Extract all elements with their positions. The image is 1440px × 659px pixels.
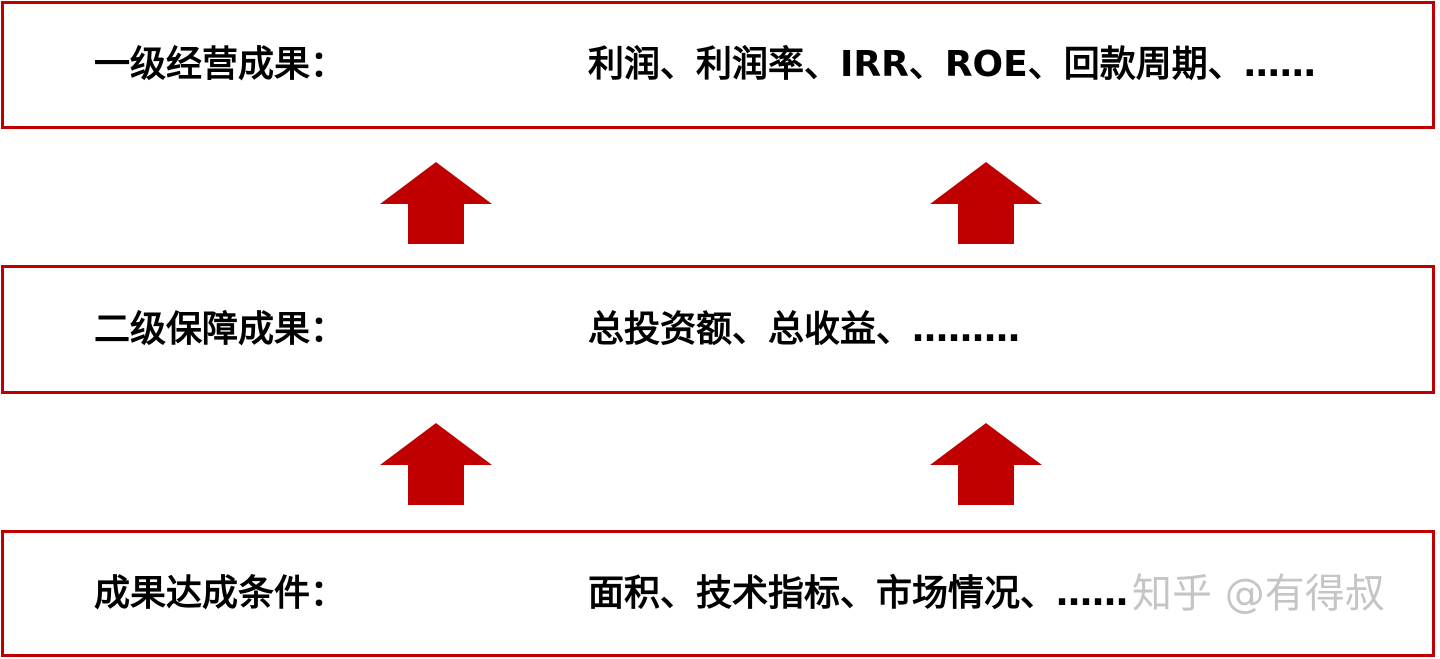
tier-items: 面积、技术指标、市场情况、…… [588,572,1129,614]
tier-achievement-conditions: 成果达成条件： 面积、技术指标、市场情况、…… [1,530,1435,657]
tier-label: 一级经营成果： [94,44,347,85]
up-arrow-icon [380,162,492,244]
up-arrow-icon [930,423,1042,505]
tier-label: 二级保障成果： [94,308,347,350]
up-arrow-icon [380,423,492,505]
tier-label: 成果达成条件： [94,572,347,614]
watermark: 知乎 @有得叔 [1132,571,1385,617]
tier-items: 总投资额、总收益、……… [588,308,1021,350]
tier-level-2-support-results: 二级保障成果： 总投资额、总收益、……… [1,265,1435,394]
tier-level-1-operating-results: 一级经营成果： 利润、利润率、IRR、ROE、回款周期、…… [1,1,1435,129]
tier-items: 利润、利润率、IRR、ROE、回款周期、…… [588,44,1316,85]
up-arrow-icon [930,162,1042,244]
